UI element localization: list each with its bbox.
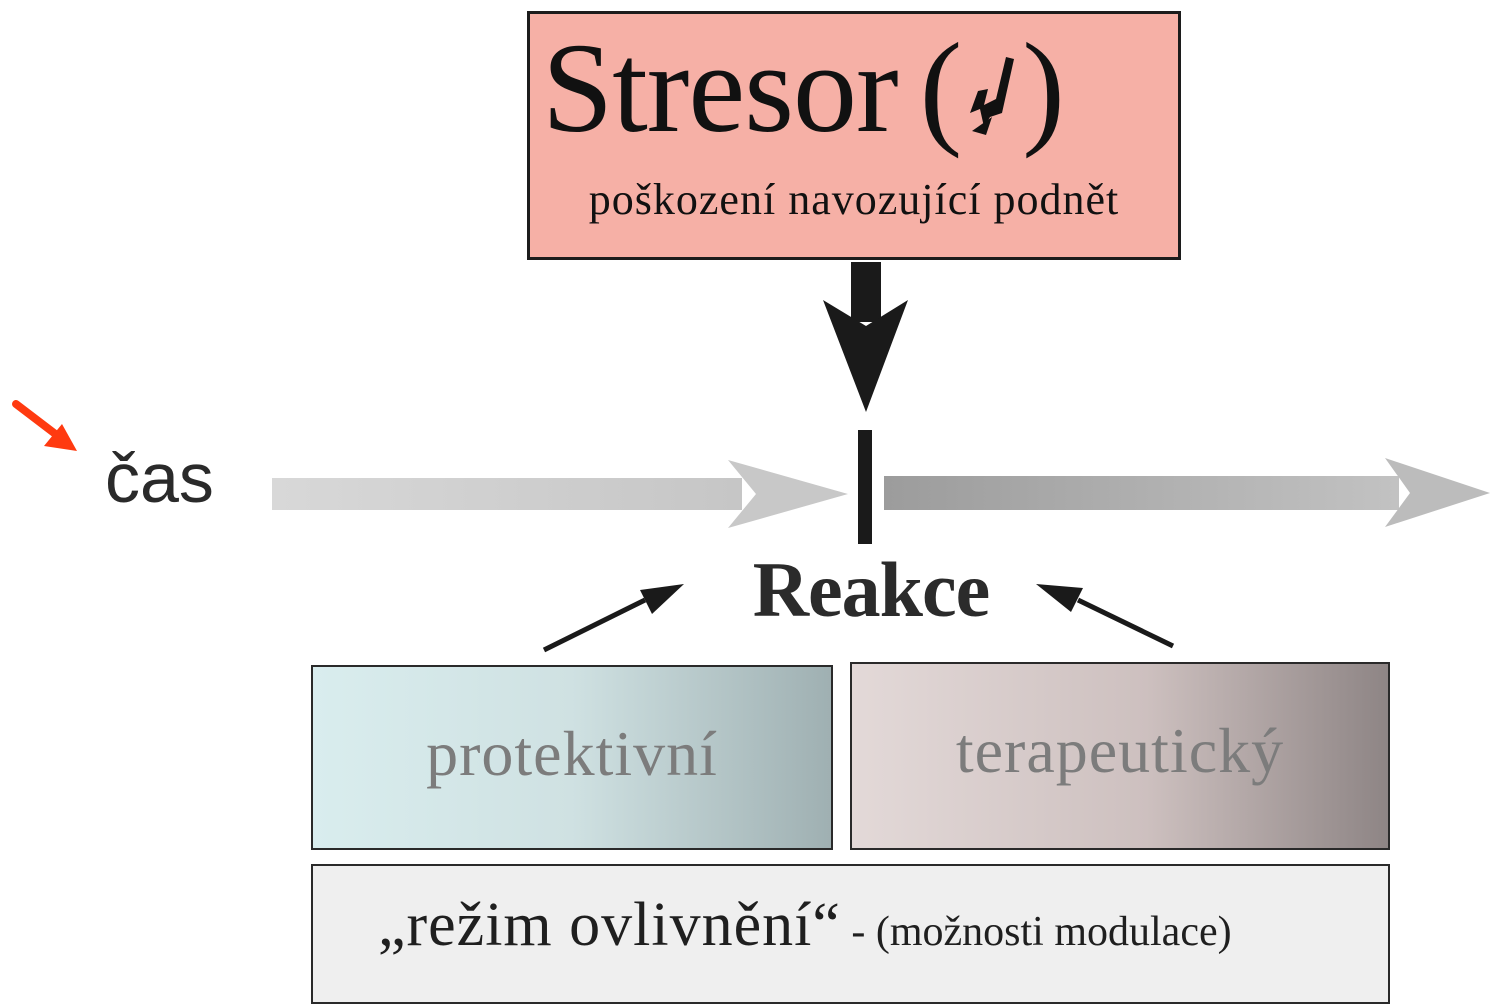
timeline-label: čas — [105, 439, 214, 517]
stressor-box: Stresor ( ) poškození navozující podnět — [527, 11, 1181, 260]
stressor-title: Stresor — [542, 17, 899, 159]
therapeutic-box: terapeutický — [850, 662, 1390, 850]
reaction-label: Reakce — [752, 546, 991, 633]
red-arrow-icon — [12, 400, 77, 451]
therapeutic-label: terapeutický — [955, 715, 1285, 786]
protective-label: protektivní — [426, 718, 718, 789]
timeline-arrow-left — [272, 460, 848, 528]
stressor-paren-close: ) — [1022, 17, 1065, 159]
timeline-event-marker — [858, 430, 872, 544]
mode-sub-label: - (možnosti modulace) — [840, 909, 1232, 955]
protective-to-reaction-arrow — [542, 584, 684, 653]
mode-main-label: „režim ovlivnění“ — [378, 891, 841, 959]
protective-box: protektivní — [311, 665, 833, 850]
therapeutic-to-reaction-arrow — [1036, 584, 1175, 649]
mode-text: „režim ovlivnění“ - (možnosti modulace) — [378, 890, 1232, 961]
stressor-paren-open: ( — [919, 17, 963, 159]
mode-box: „režim ovlivnění“ - (možnosti modulace) — [311, 864, 1390, 1004]
stressor-subtitle: poškození navozující podnět — [588, 175, 1120, 224]
timeline-arrow-right — [884, 458, 1490, 527]
stressor-down-arrow — [823, 262, 908, 412]
stressor-title-row: Stresor ( ) — [542, 18, 1065, 158]
lightning-bolt-icon — [962, 47, 1022, 137]
